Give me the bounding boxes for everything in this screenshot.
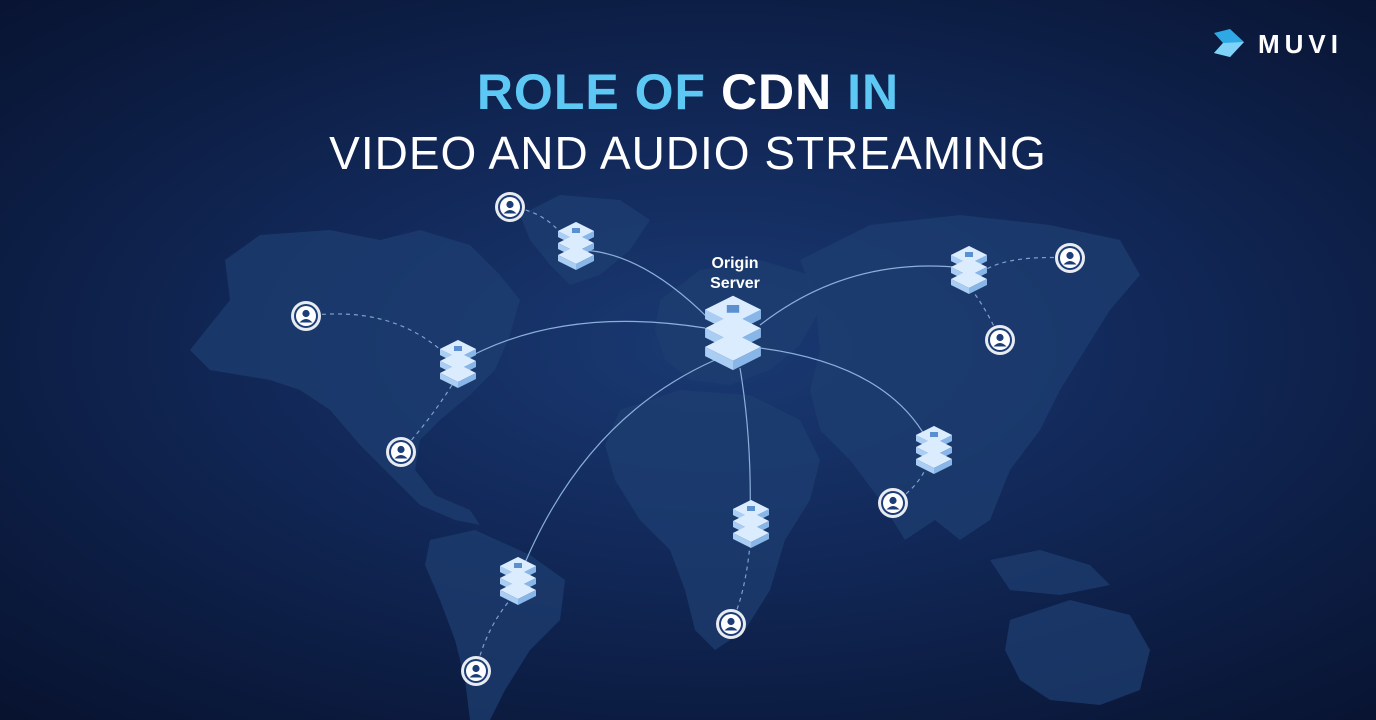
continent-asia [800,215,1140,540]
origin-label-line2: Server [710,275,760,292]
user-icon [386,437,416,467]
link-af-user [730,544,751,625]
origin-links [459,249,966,581]
edge-server-icon [916,426,952,474]
origin-server-label: Origin Server [685,254,785,294]
edge-server-icon [500,557,536,605]
continent-north-america [190,230,520,525]
link-sa-user [892,469,926,504]
link-sam-user [475,599,511,672]
muvi-logo-icon [1214,29,1244,57]
user-icon [291,301,321,331]
link-origin-south-america [517,359,716,581]
user-icon [878,488,908,518]
link-ea-user-south [971,289,1001,341]
continent-south-america [425,530,565,720]
link-origin-greenland [577,249,711,321]
edge-server-icon [733,500,769,548]
edge-server-icon [440,340,476,388]
link-origin-north-america [459,320,706,363]
title-line-1: ROLE OF CDN IN [0,62,1376,122]
title-part-role-of: ROLE OF [476,64,721,120]
continent-africa [605,390,820,650]
brand-logo: MUVI [1210,24,1343,64]
edge-server-icon [558,222,594,270]
user-icon [985,325,1015,355]
origin-label-line1: Origin [711,255,759,272]
origin-server-icon [705,295,761,371]
link-origin-east-asia [759,265,966,326]
continent-australia [1005,600,1150,705]
continent-se-asia [990,550,1110,595]
title-part-in: IN [832,64,900,120]
user-icon [716,609,746,639]
title-part-cdn: CDN [720,64,833,120]
edge-server-icon [951,246,987,294]
link-na-user-west [305,313,444,353]
continents [190,195,1150,720]
link-origin-south-asia [759,347,931,446]
user-icon [461,656,491,686]
title-line-2: VIDEO AND AUDIO STREAMING [329,127,1047,179]
user-icon [1055,243,1085,273]
brand-name: MUVI [1258,28,1343,59]
user-icon [495,192,525,222]
